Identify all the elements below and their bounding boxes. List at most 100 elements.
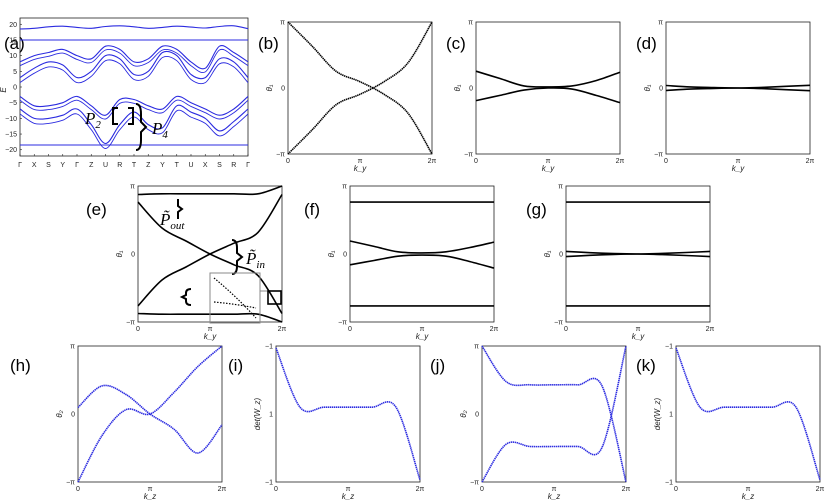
x-tick-label: 0 xyxy=(286,158,290,165)
x-tick-label: 2π xyxy=(622,486,631,493)
x-tick-label: 2π xyxy=(428,158,437,165)
x-tick-label: 2π xyxy=(806,158,815,165)
x-tick-label: Γ xyxy=(246,162,250,169)
x-tick-label: X xyxy=(32,162,37,169)
x-axis-label: k_z xyxy=(548,492,560,501)
series-line-1 xyxy=(77,384,223,454)
p4-label: P4 xyxy=(151,119,168,141)
y-tick-label: π xyxy=(558,184,563,191)
x-axis-label: k_y xyxy=(632,332,645,341)
y-tick-label: −1 xyxy=(665,344,673,351)
x-tick-label: π xyxy=(148,486,153,493)
x-tick-label: 2π xyxy=(416,486,425,493)
series-line-2 xyxy=(137,194,283,307)
y-axis-label: θ₁ xyxy=(115,250,124,257)
y-tick-label: π xyxy=(474,344,479,351)
x-tick-label: 0 xyxy=(564,326,568,333)
x-tick-label: 2π xyxy=(278,326,287,333)
y-tick-label: 0 xyxy=(131,252,135,259)
panel-label-b: (b) xyxy=(258,34,279,53)
x-tick-label: S xyxy=(217,162,222,169)
x-axis-label: k_y xyxy=(416,332,429,341)
y-tick-label: 0 xyxy=(13,85,17,92)
y-tick-label: −π xyxy=(66,480,75,487)
band-line-2-pair xyxy=(19,48,249,73)
y-tick-label: −15 xyxy=(5,132,17,139)
series-line-1 xyxy=(481,345,627,483)
y-tick-label: 0 xyxy=(475,412,479,419)
y-tick-label: π xyxy=(130,184,135,191)
panel-label-j: (j) xyxy=(430,356,446,375)
panel-g-frame xyxy=(565,185,711,323)
panel-label-a: (a) xyxy=(4,34,25,53)
panel-d-frame xyxy=(665,21,811,155)
x-axis-label: k_z xyxy=(144,492,156,501)
series-line-0 xyxy=(481,345,627,483)
pout-brace xyxy=(177,199,184,219)
x-tick-label: Γ xyxy=(75,162,79,169)
y-tick-label: 0 xyxy=(659,86,663,93)
y-tick-label: π xyxy=(280,20,285,27)
y-tick-label: 1 xyxy=(669,412,673,419)
x-axis-label: k_y xyxy=(354,164,367,173)
y-tick-label: −π xyxy=(554,320,563,327)
x-tick-label: 0 xyxy=(480,486,484,493)
series-line-2 xyxy=(349,254,495,269)
y-tick-label: −1 xyxy=(265,480,273,487)
series-line-0 xyxy=(675,347,821,481)
x-axis-label: k_z xyxy=(342,492,354,501)
panel-k-frame xyxy=(675,345,821,483)
series-line-0 xyxy=(275,347,421,481)
y-axis-label: θ₂ xyxy=(55,410,64,417)
x-tick-label: π xyxy=(358,158,363,165)
y-axis-label: θ₁ xyxy=(453,84,462,91)
panel-c-frame xyxy=(475,21,621,155)
y-axis-label: E xyxy=(0,87,8,93)
band-line-3-pair xyxy=(19,55,249,85)
y-axis-label: θ₁ xyxy=(543,250,552,257)
x-tick-label: π xyxy=(346,486,351,493)
x-tick-label: 2π xyxy=(706,326,715,333)
p2-bracket-right xyxy=(128,107,134,125)
panel-label-f: (f) xyxy=(304,200,321,219)
y-tick-label: 20 xyxy=(9,22,17,29)
p2-label: P2 xyxy=(84,109,101,131)
y-tick-label: 0 xyxy=(559,252,563,259)
e-gap-brace xyxy=(179,288,192,306)
x-tick-label: π xyxy=(208,326,213,333)
x-axis-label: k_y xyxy=(542,164,555,173)
panel-i-frame xyxy=(275,345,421,483)
panel-label-h: (h) xyxy=(10,356,31,375)
x-tick-label: Y xyxy=(160,162,165,169)
y-tick-label: π xyxy=(342,184,347,191)
series-line-0 xyxy=(475,70,621,88)
y-tick-label: −π xyxy=(654,152,663,159)
x-tick-label: 2π xyxy=(816,486,825,493)
y-axis-label: det(W_z) xyxy=(253,397,262,430)
y-tick-label: −10 xyxy=(5,116,17,123)
y-tick-label: −π xyxy=(338,320,347,327)
x-tick-label: T xyxy=(132,162,137,169)
e-inset-curve-2 xyxy=(213,301,257,309)
y-tick-label: 15 xyxy=(9,37,17,44)
panel-f-frame xyxy=(349,185,495,323)
panel-h-frame xyxy=(77,345,223,483)
x-tick-label: U xyxy=(103,162,108,169)
panel-a-frame xyxy=(19,17,249,157)
y-axis-label: θ₁ xyxy=(643,84,652,91)
y-tick-label: 0 xyxy=(469,86,473,93)
x-tick-label: Z xyxy=(146,162,151,169)
y-tick-label: 1 xyxy=(269,412,273,419)
y-tick-label: 10 xyxy=(9,53,17,60)
x-tick-label: 0 xyxy=(348,326,352,333)
series-line-2 xyxy=(565,253,711,258)
series-line-1 xyxy=(349,240,495,254)
y-axis-label: θ₁ xyxy=(327,250,336,257)
x-axis-label: k_y xyxy=(204,332,217,341)
series-line-0 xyxy=(77,345,223,483)
panel-label-d: (d) xyxy=(636,34,657,53)
y-tick-label: −1 xyxy=(665,480,673,487)
x-tick-label: Γ xyxy=(18,162,22,169)
